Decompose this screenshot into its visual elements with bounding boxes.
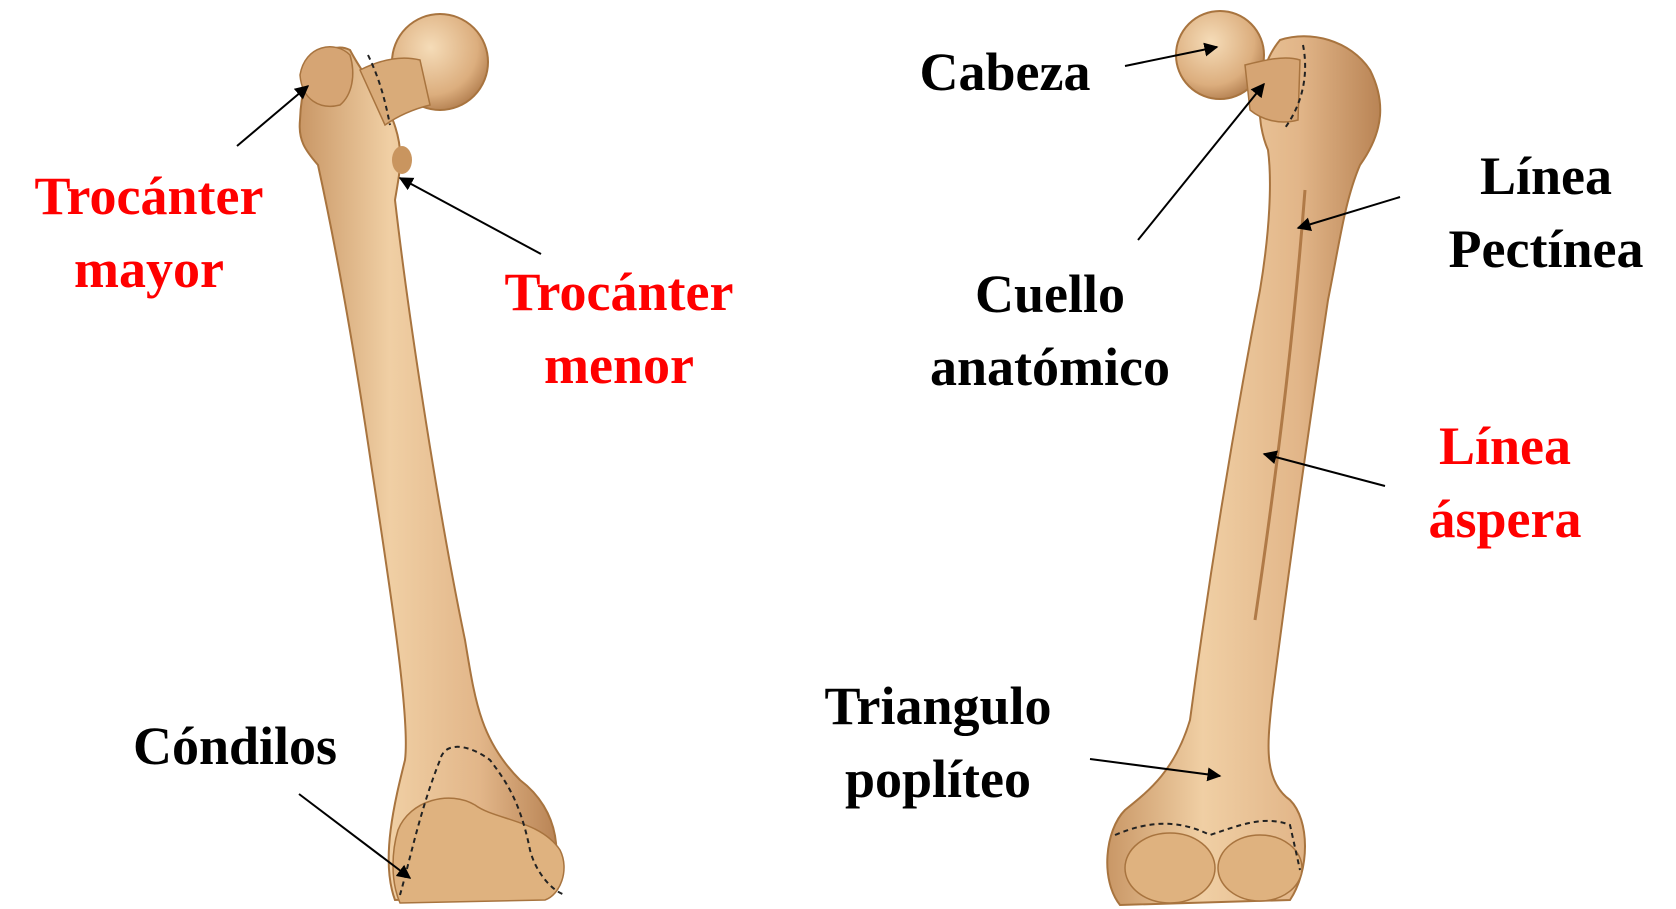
label-trocanter-mayor: Trocánter mayor bbox=[8, 160, 290, 307]
label-linea-pectinea: Línea Pectínea bbox=[1420, 140, 1672, 287]
label-line: Línea bbox=[1420, 140, 1672, 213]
posterior-condyle-left bbox=[1125, 833, 1215, 903]
label-linea-aspera: Línea áspera bbox=[1400, 410, 1610, 557]
arrow-cuello-anatomico bbox=[1138, 84, 1264, 240]
label-line: menor bbox=[478, 329, 760, 402]
label-line: Pectínea bbox=[1420, 213, 1672, 286]
label-line: anatómico bbox=[893, 331, 1207, 404]
label-cabeza: Cabeza bbox=[890, 36, 1120, 109]
arrow-trocanter-mayor bbox=[237, 86, 308, 146]
lesser-trochanter bbox=[392, 146, 412, 174]
label-line: Trocánter bbox=[478, 256, 760, 329]
label-line: poplíteo bbox=[800, 743, 1076, 816]
label-line: mayor bbox=[8, 233, 290, 306]
femur-posterior-view bbox=[1107, 11, 1380, 905]
label-line: Trocánter bbox=[8, 160, 290, 233]
label-cuello-anatomico: Cuello anatómico bbox=[893, 258, 1207, 405]
label-line: Cuello bbox=[893, 258, 1207, 331]
label-condilos: Cóndilos bbox=[100, 710, 370, 783]
femur-posterior-shaft bbox=[1107, 36, 1380, 905]
label-line: Cabeza bbox=[890, 36, 1120, 109]
label-triangulo-popliteo: Triangulo poplíteo bbox=[800, 670, 1076, 817]
posterior-condyle-right bbox=[1218, 835, 1302, 901]
label-line: áspera bbox=[1400, 483, 1610, 556]
arrow-trocanter-menor bbox=[400, 178, 541, 254]
femur-posterior-neck bbox=[1245, 58, 1300, 122]
label-trocanter-menor: Trocánter menor bbox=[478, 256, 760, 403]
label-line: Triangulo bbox=[800, 670, 1076, 743]
label-line: Cóndilos bbox=[100, 710, 370, 783]
label-line: Línea bbox=[1400, 410, 1610, 483]
greater-trochanter bbox=[300, 47, 353, 106]
